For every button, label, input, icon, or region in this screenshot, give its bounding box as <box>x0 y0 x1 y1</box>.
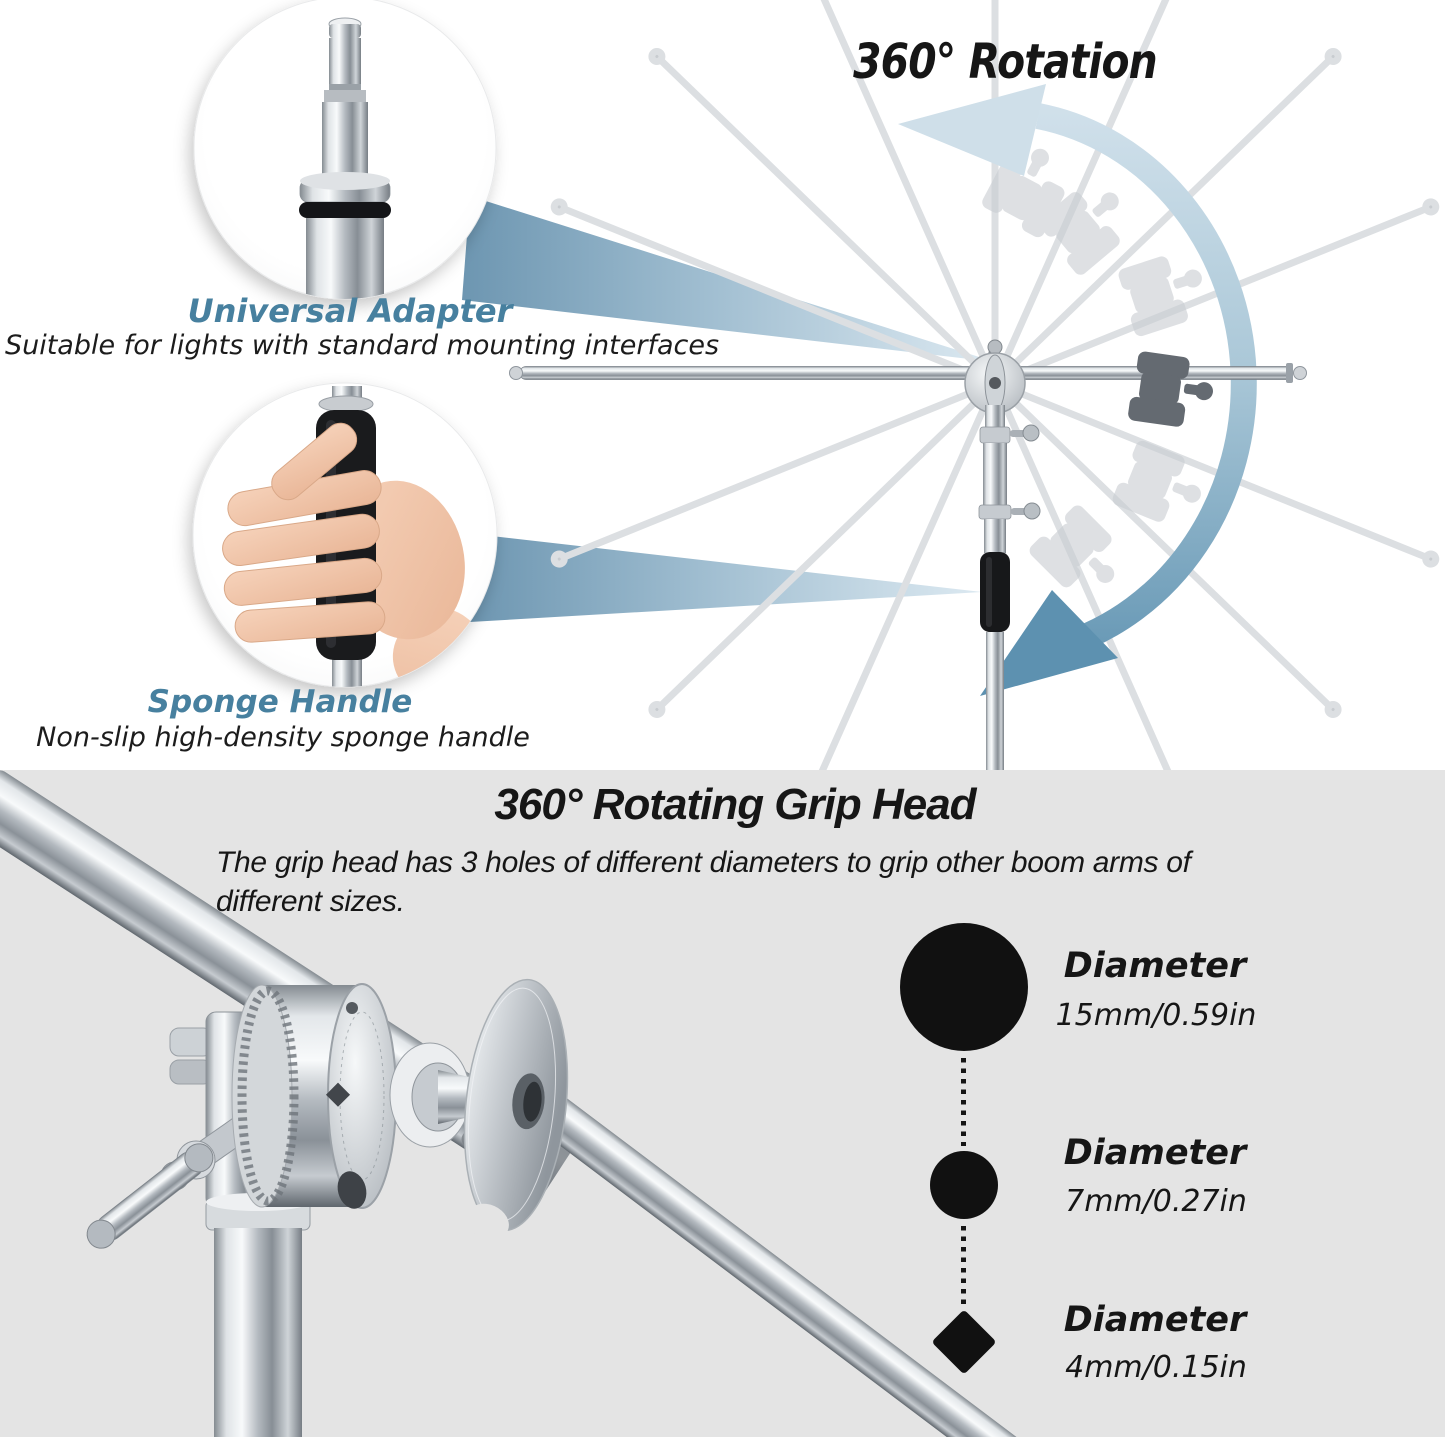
grip-head-section-description: The grip head has 3 holes of different d… <box>216 846 1191 918</box>
diameter-label-3: Diameter <box>1063 1300 1247 1340</box>
adapter-callout-title: Universal Adapter <box>187 292 513 330</box>
grip-head-drum <box>231 983 397 1209</box>
universal-adapter-spigot-photo <box>299 17 391 299</box>
dotted-connector <box>961 1226 966 1308</box>
diameter-size-3: 4mm/0.15in <box>1065 1350 1247 1385</box>
diameter-size-2: 7mm/0.27in <box>1065 1184 1247 1219</box>
boom-arm-lower <box>534 1093 1131 1437</box>
arrowhead-bottom-icon <box>980 590 1118 696</box>
dotted-connector <box>961 1058 966 1146</box>
wing-bolt-handle <box>86 1113 257 1249</box>
grip-head-photo <box>0 770 1131 1437</box>
boom-arm-horizontal <box>509 363 1307 383</box>
adapter-callout-description: Suitable for lights with standard mounti… <box>4 330 720 361</box>
disc-hole <box>523 1081 542 1122</box>
adapter-o-ring <box>299 202 391 218</box>
grip-hole-small <box>346 1002 358 1014</box>
handle-callout-wedge-icon <box>470 534 982 622</box>
hand-sponge-handle-photo <box>222 386 497 687</box>
adapter-photo-circle <box>193 0 497 300</box>
grip-hole-large <box>337 1171 367 1209</box>
hole-icon-7mm <box>930 1151 998 1219</box>
handle-callout-description: Non-slip high-density sponge handle <box>36 722 530 753</box>
grip-head-clamp-solid-icon <box>1127 350 1218 432</box>
arrowhead-top-icon <box>898 84 1046 176</box>
handle-callout-title: Sponge Handle <box>147 684 413 720</box>
hole-icon-15mm <box>900 923 1028 1051</box>
grip-head-section-title: 360° Rotating Grip Head <box>494 780 976 829</box>
stand-sponge-grip <box>980 552 1010 632</box>
diameter-size-1: 15mm/0.59in <box>1055 998 1257 1033</box>
handle-photo-circle <box>192 382 498 688</box>
stand-pole <box>205 1193 311 1437</box>
diameter-label-2: Diameter <box>1063 1133 1247 1173</box>
diameter-label-1: Diameter <box>1063 946 1247 986</box>
rotation-title: 360° Rotation <box>853 34 1158 90</box>
grip-head-hub <box>964 339 1026 414</box>
light-stand-column <box>978 405 1041 770</box>
disc-handle <box>463 978 569 1240</box>
